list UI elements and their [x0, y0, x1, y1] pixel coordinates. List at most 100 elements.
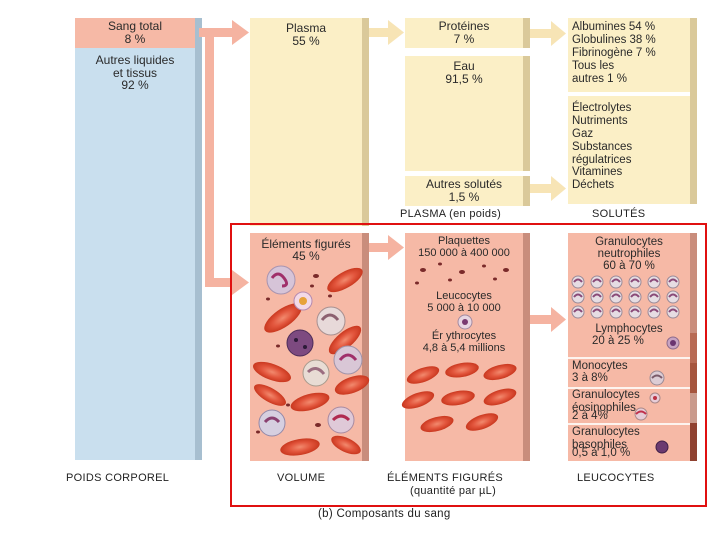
platelet [310, 284, 314, 288]
neutrophil-nucleus [573, 308, 583, 313]
footer-volume: VOLUME [277, 472, 326, 484]
wbc-nucleus [338, 353, 358, 361]
neutrophil-nucleus [630, 278, 640, 283]
eosino-pct: 2 à 4% [572, 410, 608, 422]
solute-tous-les: Tous les [572, 59, 615, 72]
platelet [459, 270, 465, 274]
col1-edge [195, 18, 202, 460]
platelet [438, 262, 442, 266]
footer-poids-corporel: POIDS CORPOREL [66, 472, 170, 484]
wbc-cell [266, 265, 296, 295]
neutrophil-icon [609, 305, 623, 319]
plasma-pct: 55 % [292, 34, 320, 48]
monocyte-icon [649, 370, 665, 386]
rbc-cell [483, 363, 517, 381]
arrows-elements [369, 235, 566, 332]
wbc-cell [316, 306, 346, 336]
wbc-nucleus [263, 416, 281, 424]
eau-pct: 91,5 % [445, 72, 483, 86]
solute-globulines: Globulines 38 % [572, 33, 656, 46]
wbc-nucleus [331, 414, 351, 422]
proteines-box [405, 18, 523, 48]
neutrophil-nucleus [611, 278, 621, 283]
wbc-nucleus [462, 319, 468, 325]
autres-solutes-box [405, 176, 523, 206]
mono-pct: 3 à 8% [572, 372, 608, 384]
autres-tissus-pct: 92 % [121, 78, 149, 92]
arrow-autres-solutes-shaft [530, 184, 552, 193]
leucocytes-edge-2 [690, 333, 697, 363]
solute-dechets: Déchets [572, 179, 615, 192]
arrows-plasma [369, 20, 566, 201]
rbc-cell [290, 392, 330, 412]
erythrocytes-qty: 4,8 à 5,4 millions [422, 342, 506, 354]
leucocytes-edge-3 [690, 363, 697, 393]
arrow-leucocytes-shaft [530, 315, 552, 324]
plaquettes-label: Plaquettes [438, 235, 490, 247]
baso-pct: 0,5 à 1,0 % [572, 447, 631, 459]
neutrophil-icon [647, 305, 661, 319]
neutrophil-grid [571, 275, 680, 319]
wbc-nucleus [299, 297, 307, 305]
baso-label: Granulocytes basophiles [572, 426, 640, 451]
autres-solutes-pct: 1,5 % [448, 190, 480, 204]
leucocytes-edge-1 [690, 233, 697, 333]
neutrophil-icon [590, 275, 604, 289]
figure-caption: (b) Composants du sang [318, 508, 451, 520]
platelet [328, 294, 332, 298]
solute-substances: Substances [572, 140, 633, 153]
rbc-cell [441, 390, 475, 406]
autres-tissus-box [75, 48, 195, 460]
neutrophil-nucleus [592, 278, 602, 283]
neutrophil-icon [666, 275, 680, 289]
solute-albumines: Albumines 54 % [572, 21, 656, 33]
leucocytes-edge-4 [690, 393, 697, 423]
rbc-cell [253, 361, 291, 383]
solute-regulatrices: régulatrices [572, 153, 632, 166]
rbc-detail [401, 362, 517, 433]
rbc-cell [420, 415, 454, 433]
platelet [503, 268, 509, 272]
lympho-pct: 20 à 25 % [592, 335, 644, 347]
rbc-group-volume [253, 267, 370, 456]
leucocytes-qty: 5 000 à 10 000 [427, 302, 501, 314]
platelet [315, 423, 321, 427]
solutes-divider [568, 92, 690, 96]
footer-leucocytes: LEUCOCYTES [577, 472, 655, 484]
neutrophil-icon [666, 305, 680, 319]
arrow-autres-solutes-head [551, 176, 566, 201]
neutrophil-nucleus [668, 293, 678, 298]
autres-solutes-edge [523, 176, 530, 206]
neutrophil-nucleus [611, 293, 621, 298]
arrow-proteines-shaft [530, 29, 552, 38]
proteines-label: Protéines [438, 19, 490, 33]
plasma-label: Plasma [285, 21, 326, 35]
wbc-group-volume [258, 265, 363, 437]
elements-edge [362, 233, 369, 461]
arrow-plasma-head [388, 20, 404, 45]
platelet [313, 274, 319, 278]
plasma-edge [362, 18, 369, 226]
neutrophil-icon [666, 290, 680, 304]
leucocytes-edge-5 [690, 423, 697, 461]
neutrophil-icon [571, 290, 585, 304]
neutrophil-icon [571, 275, 585, 289]
basophil-icon [655, 440, 669, 454]
arrow-to-elements-shaft [205, 278, 233, 287]
neutrophil-icon [647, 275, 661, 289]
neutrophil-nucleus [649, 308, 659, 313]
rbc-cell [401, 391, 435, 409]
sang-total-box [75, 18, 195, 48]
neutro-pct: 60 à 70 % [603, 260, 655, 272]
lympho-label: Lymphocytes [595, 323, 663, 335]
platelets-volume [256, 274, 332, 434]
neutrophil-nucleus [630, 308, 640, 313]
neutrophil-nucleus [630, 293, 640, 298]
platelet [420, 268, 426, 272]
neutrophil-nucleus [592, 308, 602, 313]
eosino-label: Granulocytes éosinophiles [572, 389, 640, 414]
arrow-plasma-shaft [369, 28, 389, 37]
arrow-to-elements-head [232, 270, 249, 295]
platelet [256, 430, 260, 434]
